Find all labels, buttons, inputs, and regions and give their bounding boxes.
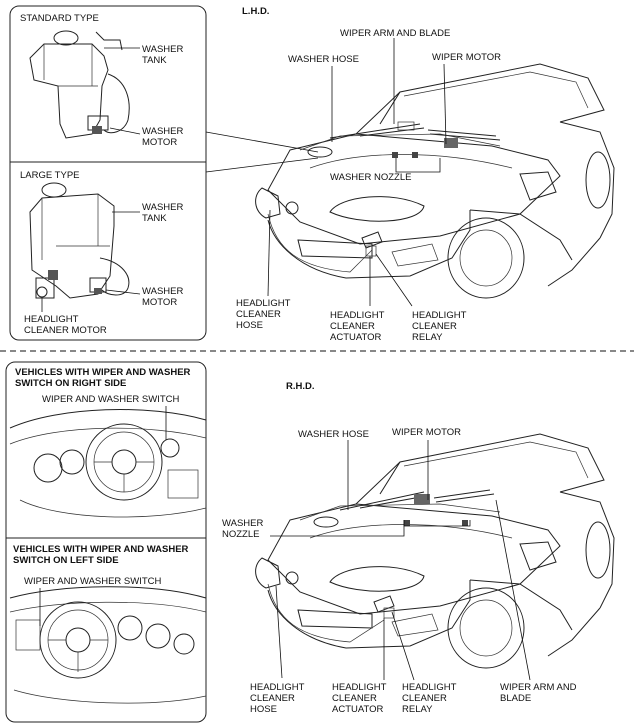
standard-washer-tank-label: WASHER TANK [142, 44, 184, 66]
large-washer-tank-drawing [29, 182, 130, 299]
dash-right-switch-drawing [9, 409, 207, 518]
standard-washer-tank-drawing [29, 30, 130, 139]
bottom-headlight-cleaner-actuator-label: HEADLIGHT CLEANER ACTUATOR [332, 682, 387, 715]
top-car-drawing [255, 63, 615, 299]
top-washer-hose-label: WASHER HOSE [288, 54, 359, 65]
bottom-headlight-cleaner-relay-label: HEADLIGHT CLEANER RELAY [402, 682, 457, 715]
headlight-cleaner-motor-label: HEADLIGHT CLEANER MOTOR [24, 314, 107, 336]
bottom-washer-nozzle-label: WASHER NOZZLE [222, 518, 264, 540]
top-headlight-cleaner-hose-label: HEADLIGHT CLEANER HOSE [236, 298, 291, 331]
bottom-car-drawing [255, 433, 615, 669]
bottom-inset-frame [5, 361, 207, 723]
top-wiper-arm-blade-label: WIPER ARM AND BLADE [340, 28, 451, 39]
rhd-label: R.H.D. [286, 381, 315, 392]
right-switch-title: VEHICLES WITH WIPER AND WASHER SWITCH ON… [15, 367, 191, 389]
top-headlight-cleaner-actuator-label: HEADLIGHT CLEANER ACTUATOR [330, 310, 385, 343]
top-inset-frame [9, 5, 207, 341]
top-wiper-motor-label: WIPER MOTOR [432, 52, 501, 63]
left-switch-title: VEHICLES WITH WIPER AND WASHER SWITCH ON… [13, 544, 189, 566]
large-washer-tank-label: WASHER TANK [142, 202, 184, 224]
right-wiper-washer-switch-label: WIPER AND WASHER SWITCH [42, 394, 180, 405]
bottom-headlight-cleaner-hose-label: HEADLIGHT CLEANER HOSE [250, 682, 305, 715]
left-wiper-washer-switch-label: WIPER AND WASHER SWITCH [24, 576, 162, 587]
large-washer-motor-label: WASHER MOTOR [142, 286, 184, 308]
bottom-wiper-motor-label: WIPER MOTOR [392, 427, 461, 438]
dash-left-switch-drawing [9, 586, 207, 704]
top-headlight-cleaner-relay-label: HEADLIGHT CLEANER RELAY [412, 310, 467, 343]
lhd-label: L.H.D. [242, 6, 270, 17]
bottom-wiper-arm-blade-label: WIPER ARM AND BLADE [500, 682, 577, 704]
top-washer-nozzle-label: WASHER NOZZLE [330, 172, 412, 183]
large-type-title: LARGE TYPE [20, 170, 80, 181]
standard-type-title: STANDARD TYPE [20, 13, 99, 24]
bottom-washer-hose-label: WASHER HOSE [298, 429, 369, 440]
standard-washer-motor-label: WASHER MOTOR [142, 126, 184, 148]
